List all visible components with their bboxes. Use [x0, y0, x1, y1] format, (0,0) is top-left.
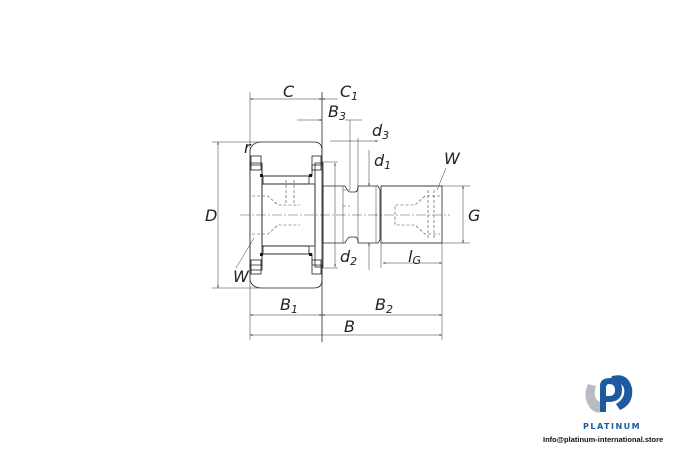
label-G: G	[468, 206, 480, 225]
outer-ring	[249, 141, 323, 289]
label-D: D	[205, 206, 217, 225]
extension-lines	[212, 92, 470, 340]
label-B2: B2	[375, 295, 393, 316]
label-lG: lG	[408, 247, 421, 267]
label-B1: B1	[280, 295, 298, 316]
platinum-logo: PLATINUM	[583, 375, 641, 431]
label-B: B	[344, 317, 355, 336]
dimension-lines	[217, 98, 464, 336]
label-B3: B3	[328, 102, 346, 123]
label-C1: C1	[340, 82, 358, 103]
label-W-bottom: W	[233, 267, 250, 286]
label-r: r	[244, 138, 252, 157]
label-d2: d2	[340, 247, 357, 268]
label-d3: d3	[372, 121, 389, 142]
label-W-top: W	[444, 149, 461, 168]
contact-email: Info@platinum-international.store	[543, 435, 663, 444]
threaded-stud	[380, 185, 443, 244]
shaft	[322, 185, 381, 244]
label-C: C	[283, 82, 295, 101]
brand-name: PLATINUM	[583, 422, 641, 431]
label-d1: d1	[374, 151, 391, 172]
